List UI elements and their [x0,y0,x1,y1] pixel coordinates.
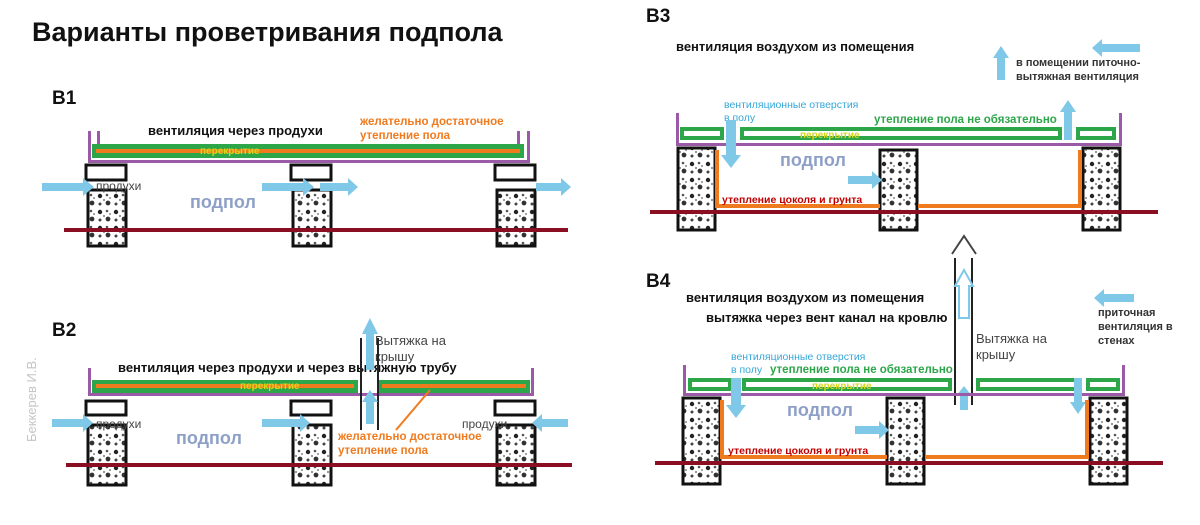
b1-floor: перекрытие [88,131,530,163]
b4-floor: перекрытие [683,365,1125,396]
b3-hole-right-arrow-icon [1060,100,1076,140]
b1-cap-3 [493,163,537,182]
b3-holes-1: вентиляционные отверстия [724,99,858,111]
b4-legend-2: вентиляция в [1098,321,1173,333]
b2-vent-left-label: продухи [96,417,141,431]
b3-legend-up-arrow-icon [993,46,1009,80]
b3-pillar-2 [878,148,919,232]
b1-inlet-arrow-icon [42,178,94,196]
b4-legend-1: приточная [1098,307,1155,319]
b1-vent-label: продухи [96,179,141,193]
main-title: Варианты проветривания подпола [32,17,504,47]
b1-pillar-2 [291,188,333,248]
b1-cap-1 [84,163,128,182]
b1-board-mark: перекрытие [200,146,260,157]
b2-insulation-note-2: утепление пола [338,445,429,457]
b3-floor: перекрытие [676,113,1122,146]
b2-exhaust-note-2: крышу [375,349,415,364]
b2-floor: перекрытие [88,368,534,396]
b4-exhaust-2: крышу [976,347,1016,362]
b4-hole-left-arrow-icon [726,378,746,418]
b4-podpol: подпол [787,400,853,420]
b4-plinth-note: утепление цоколя и грунта [728,445,868,457]
b4-label: B4 [646,271,671,292]
b3-pillar-3 [1081,146,1122,232]
b1-heading: вентиляция через продухи [148,123,323,138]
b4-plinth-insulation-left [720,400,887,459]
b3-heading: вентиляция воздухом из помещения [676,39,914,54]
b2-pipe-in-arrow-icon [362,390,378,424]
b4-pillar-3 [1088,396,1129,486]
variant-b4: B4 вентиляция воздухом из помещения вытя… [646,234,1173,486]
b3-legend-2: вытяжная вентиляция [1016,71,1139,83]
b1-through-arrow-icon-1 [262,178,314,196]
b1-label: B1 [52,88,77,109]
b2-pillar-2 [291,423,333,487]
b2-vent-right-label: продухи [462,417,507,431]
b2-exhaust-note-1: Вытяжка на [375,333,447,348]
b1-cap-2 [289,163,333,182]
b4-heading-1: вентиляция воздухом из помещения [686,290,924,305]
b1-pillar-3 [495,188,537,248]
b4-middle-arrow-icon [855,421,889,439]
b3-middle-arrow-icon [848,171,882,189]
b4-pillar-2 [885,396,926,486]
b2-board-mark: перекрытие [240,381,300,392]
b2-pillar-3 [495,423,537,487]
b2-inlet-right-arrow-icon [532,414,568,432]
b3-legend-left-arrow-icon [1092,39,1140,57]
b4-exhaust-1: Вытяжка на [976,331,1048,346]
b1-insulation-note-1: желательно достаточное [359,116,504,128]
variant-b2: B2 вентиляция через продухи и через вытя… [52,318,572,487]
b4-heading-2: вытяжка через вент канал на кровлю [706,310,947,325]
b3-plinth-note: утепление цоколя и грунта [722,194,862,206]
b2-pillar-1 [86,423,128,487]
b2-cap-3 [493,399,537,417]
b4-hole-right-arrow-icon [1070,378,1086,414]
b4-chimney-cap [951,234,977,255]
b1-podpol: подпол [190,192,256,212]
b2-note-pointer [395,389,431,431]
b2-label: B2 [52,320,76,341]
b3-plinth-insulation-right [918,150,1082,208]
b3-floor-note: утепление пола не обязательно [874,114,1057,126]
author-credit: Беккерев И.В. [24,357,39,442]
b4-legend-left-arrow-icon [1094,289,1134,307]
b3-podpol: подпол [780,150,846,170]
b4-duct-in-arrow-icon [956,386,972,410]
b4-holes-1: вентиляционные отверстия [731,351,865,363]
b2-cap-1 [84,399,128,417]
b4-board-label: перекрытие [812,381,872,392]
b4-floor-note: утепление пола не обязательно [770,364,953,376]
b4-plinth-insulation-right [925,400,1089,459]
variant-b3: B3 вентиляция воздухом из помещения в по… [646,6,1158,232]
b4-legend-3: стенах [1098,335,1135,347]
b3-board-label: перекрытие [800,130,860,141]
b2-middle-arrow-icon [262,414,310,432]
b4-duct-up-arrow-icon [953,267,975,319]
b1-outlet-arrow-icon [536,178,571,196]
b3-hole-left-arrow-icon [721,120,741,168]
b1-through-arrow-icon-2 [320,178,358,196]
b2-podpol: подпол [176,428,242,448]
b4-holes-2: в полу [731,364,763,376]
variant-b1: B1 вентиляция через продухи желательно д… [42,88,571,248]
b2-inlet-left-arrow-icon [52,414,93,432]
b1-insulation-note-2: утепление пола [360,130,451,142]
b2-exhaust-up-arrow-icon [362,318,378,370]
b3-plinth-insulation-left [715,150,880,208]
b3-legend-1: в помещении питочно- [1016,57,1141,69]
b2-insulation-note-1: желательно достаточное [337,431,482,443]
b3-pillar-1 [676,146,717,232]
b3-label: B3 [646,6,670,27]
b4-pillar-1 [681,396,722,486]
b2-cap-2 [289,399,333,417]
b1-pillar-1 [86,188,128,248]
